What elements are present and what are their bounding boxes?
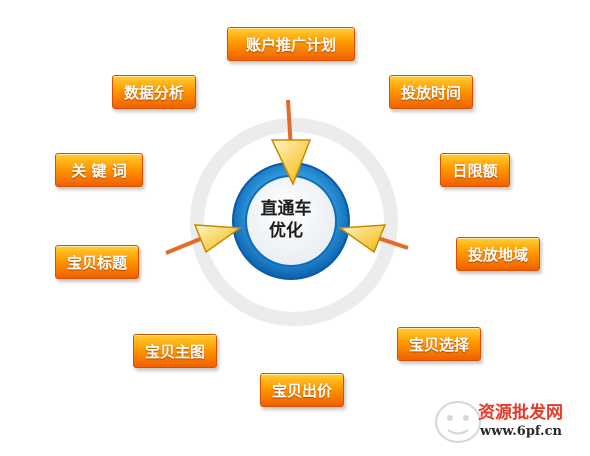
box-keywords: 关 键 词 [55, 153, 143, 187]
watermark-mascot-icon [435, 401, 481, 443]
arrow-left [165, 224, 243, 255]
arrow-right [337, 224, 409, 254]
watermark-title: 资源批发网 [478, 403, 563, 423]
center-label: 直通车 优化 [237, 180, 335, 260]
arrow-top [270, 99, 312, 186]
box-daily-limit: 日限额 [440, 153, 510, 187]
box-product-selection: 宝贝选择 [397, 327, 481, 361]
center-line-2: 优化 [269, 221, 303, 241]
box-account-plan: 账户推广计划 [227, 27, 355, 61]
box-delivery-time: 投放时间 [389, 75, 473, 109]
gray-halo-ring [190, 118, 398, 326]
box-product-bid: 宝贝出价 [260, 373, 344, 407]
box-data-analysis: 数据分析 [112, 75, 196, 109]
box-main-image: 宝贝主图 [133, 334, 217, 368]
center-line-1: 直通车 [260, 199, 312, 219]
box-product-title: 宝贝标题 [55, 245, 139, 279]
box-delivery-region: 投放地域 [456, 237, 540, 271]
watermark-url: www.6pf.cn [480, 424, 562, 439]
